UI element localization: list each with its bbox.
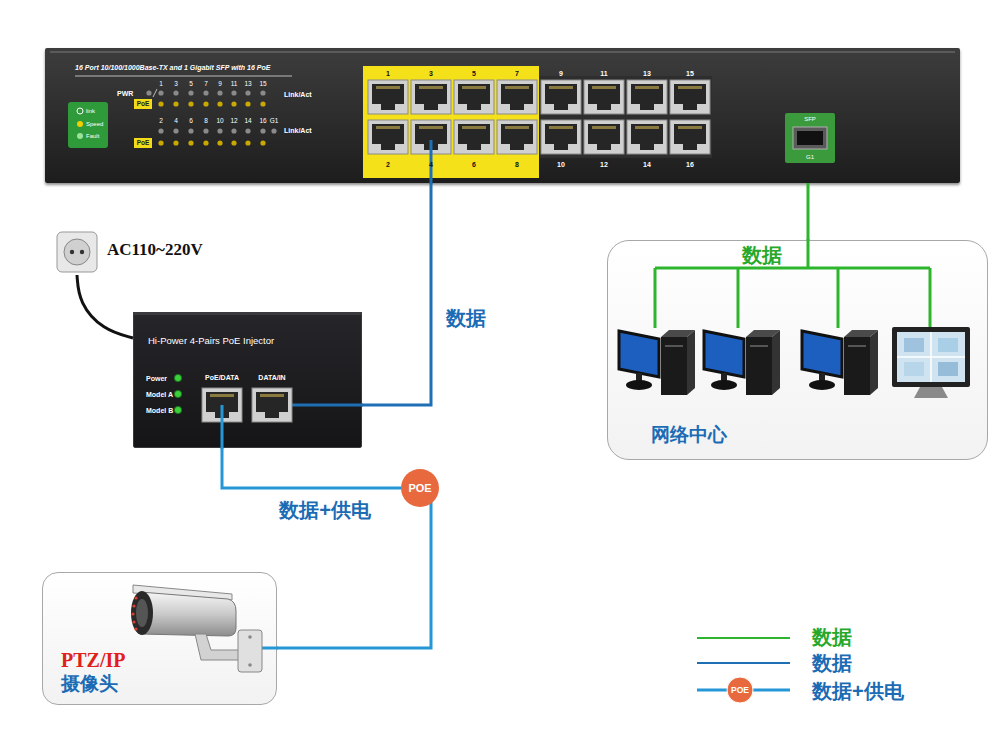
legend-text: 数据+供电 [812, 680, 904, 702]
port-number: 1 [386, 70, 390, 77]
link-act-label: Link/Act [284, 127, 312, 134]
led-number: 8 [204, 118, 208, 125]
poe-badge-text: POE [408, 483, 431, 494]
led-number: 14 [244, 118, 251, 125]
port-number: 15 [686, 70, 694, 77]
poe-switch: 16 Port 10/100/1000Base-TX and 1 Gigabit… [45, 48, 960, 183]
legend-entry: 数据+供电 [812, 681, 904, 701]
poe-badge [401, 469, 439, 507]
camera-name: 摄像头 [61, 674, 118, 695]
status-led-label: Speed [86, 121, 103, 127]
status-led-label: link [86, 108, 95, 114]
injector-led-label: Model A [146, 391, 173, 398]
legend-entry: 数据 [812, 627, 852, 647]
port-number: 12 [600, 161, 608, 168]
poe-led-label: PoE [137, 101, 150, 108]
led-number: 7 [204, 81, 208, 88]
led-number: 6 [189, 118, 193, 125]
led-number: 16 [259, 118, 266, 125]
port-number: 13 [643, 70, 651, 77]
injector-led-label: Model B [146, 407, 173, 414]
injector-port-label: DATA/IN [258, 374, 285, 381]
led-number: 13 [244, 81, 251, 88]
poe-injector: Hi-Power 4-Pairs PoE Injector [133, 312, 362, 448]
led-number: 1 [159, 81, 163, 88]
voltage-label: AC110~220V [107, 241, 203, 260]
port-number: 9 [559, 70, 563, 77]
legend-sample [697, 638, 790, 703]
switch-model-text: 16 Port 10/100/1000Base-TX and 1 Gigabit… [75, 64, 270, 72]
port-number: 4 [429, 161, 433, 168]
connector-label: 数据 [742, 245, 782, 265]
connector-label: 数据+供电 [279, 500, 371, 520]
legend-sample [727, 677, 753, 703]
uplink-led-number: G1 [270, 118, 279, 125]
led-number: 15 [259, 81, 266, 88]
port-number: 8 [515, 161, 519, 168]
port-number: 6 [472, 161, 476, 168]
led-number: 12 [230, 118, 237, 125]
poe-badge-text: POE [731, 686, 749, 695]
port-number: 16 [686, 161, 694, 168]
poe-led-label: PoE [137, 140, 150, 147]
uplink-data-line [807, 183, 810, 240]
power-cord [77, 275, 133, 338]
injector-port-label: PoE/DATA [205, 374, 239, 381]
power-outlet [80, 250, 84, 254]
port-number: 10 [557, 161, 565, 168]
power-outlet [70, 250, 74, 254]
connector-label: 数据 [446, 308, 486, 328]
port-number: 2 [386, 161, 390, 168]
link-act-label: Link/Act [284, 91, 312, 98]
led-number: 10 [216, 118, 223, 125]
led-number: 11 [231, 81, 238, 88]
port-number: 11 [600, 70, 607, 77]
legend-sample [697, 637, 790, 639]
port-number: 7 [515, 70, 519, 77]
legend-text: 数据 [812, 626, 852, 648]
led-number: 5 [189, 81, 193, 88]
poe-badge [401, 469, 439, 507]
injector-led-label: Power [146, 375, 167, 382]
legend-entry: 数据 [812, 653, 852, 673]
camera-box: PTZ/IP 摄像头 [42, 572, 277, 705]
network-center-title: 网络中心 [651, 425, 727, 446]
network-center-box: 网络中心 [607, 240, 988, 460]
led-number: 9 [218, 81, 222, 88]
port-number: 14 [643, 161, 651, 168]
data-cable [362, 183, 431, 405]
poe-cable [222, 448, 431, 648]
port-number: 3 [429, 70, 433, 77]
power-outlet [64, 239, 90, 265]
sfp-port-number: G1 [806, 154, 814, 160]
power-outlet: AC110~220V [55, 230, 250, 275]
legend-sample [697, 662, 790, 664]
port-number: 5 [472, 70, 476, 77]
led-number: 4 [174, 118, 178, 125]
led-number: 2 [159, 118, 163, 125]
power-led-label: PWR [117, 90, 133, 97]
power-outlet [57, 232, 97, 272]
injector-model-text: Hi-Power 4-Pairs PoE Injector [148, 336, 274, 346]
sfp-label: SFP [804, 116, 816, 122]
status-led-label: Fault [86, 133, 99, 139]
legend-text: 数据 [812, 652, 852, 674]
camera-type: PTZ/IP [61, 649, 125, 671]
power-outlet [57, 232, 97, 272]
led-number: 3 [174, 81, 178, 88]
